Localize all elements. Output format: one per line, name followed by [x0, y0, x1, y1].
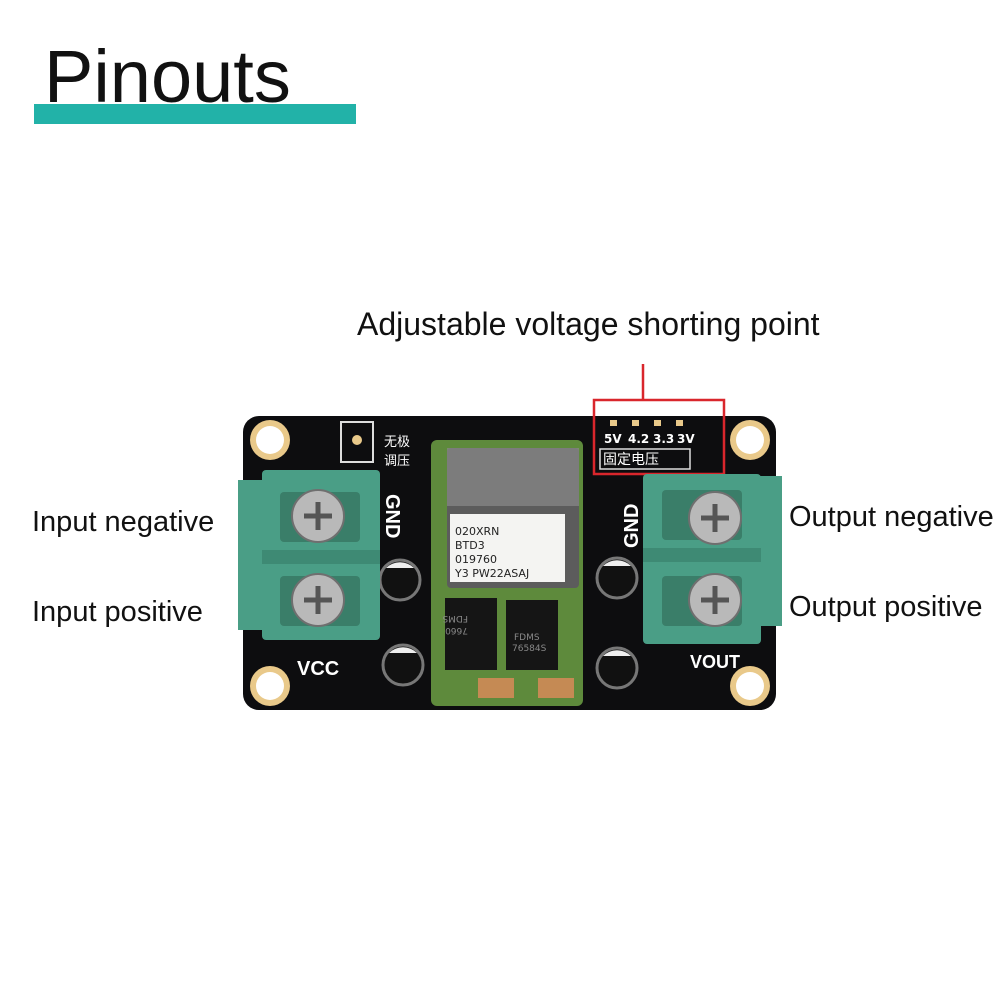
- silk-adjust-cn-1: 无极: [384, 435, 410, 450]
- silk-fixed-cn: 固定电压: [603, 452, 659, 468]
- shorting-pads: [610, 420, 683, 426]
- label-input-positive: Input positive: [32, 596, 203, 628]
- page-title: Pinouts: [44, 35, 291, 118]
- label-input-negative: Input negative: [32, 506, 215, 538]
- capacitor-output-1: [595, 556, 639, 600]
- mosfet-left-text-2: 7660: [445, 625, 468, 635]
- silk-3-3: 3.3: [653, 432, 674, 446]
- silk-5v: 5V: [604, 432, 622, 446]
- mosfet-left: [445, 598, 497, 670]
- capacitor-output-2: [595, 646, 639, 690]
- adjust-pot-footprint: [340, 421, 374, 463]
- screw-output-negative: [688, 491, 742, 545]
- capacitor-input-2: [381, 643, 425, 687]
- pad-right: [538, 678, 574, 698]
- silk-gnd-left: GND: [381, 494, 403, 538]
- label-output-positive: Output positive: [789, 591, 983, 623]
- pad-left: [478, 678, 514, 698]
- screw-output-positive: [688, 573, 742, 627]
- module-line-3: 019760: [455, 553, 497, 566]
- silk-3v: 3V: [677, 432, 695, 446]
- label-output-negative: Output negative: [789, 501, 994, 533]
- module-line-2: BTD3: [455, 539, 485, 552]
- mosfet-right: [506, 600, 558, 670]
- silk-gnd-right: GND: [621, 504, 643, 548]
- mounting-holes: [250, 420, 770, 706]
- screw-input-negative: [291, 489, 345, 543]
- silk-adjust-cn-2: 调压: [384, 454, 410, 469]
- capacitor-input-1: [378, 558, 422, 602]
- screw-input-positive: [291, 573, 345, 627]
- title-underline-bar: [34, 104, 356, 124]
- callout-adjustable-voltage: Adjustable voltage shorting point: [357, 306, 820, 342]
- mosfet-right-text: FDMS: [514, 633, 540, 643]
- module-line-4: Y3 PW22ASAJ: [454, 567, 529, 580]
- module-label: [450, 514, 565, 582]
- silk-vcc: VCC: [297, 658, 339, 680]
- silk-4-2: 4.2: [628, 432, 649, 446]
- module-line-1: 020XRN: [455, 525, 499, 538]
- mosfet-left-text: FDMS: [442, 613, 468, 623]
- mosfet-right-text-2: 76584S: [512, 644, 547, 654]
- silk-vout: VOUT: [690, 652, 740, 672]
